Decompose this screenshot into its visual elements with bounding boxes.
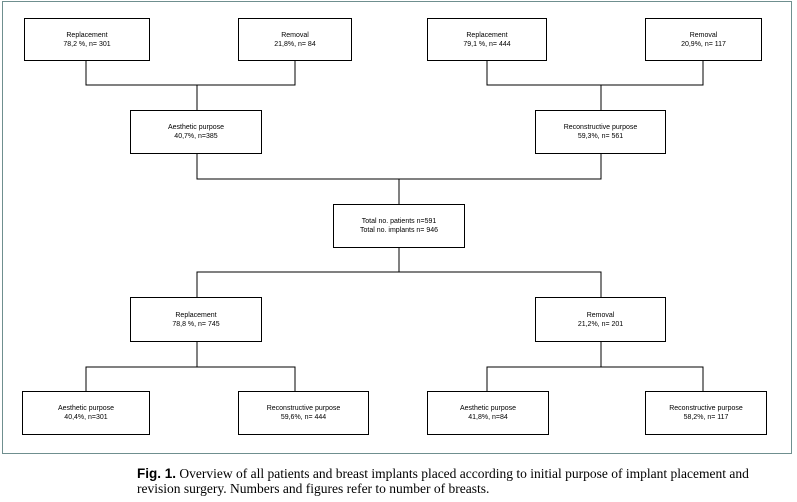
total-patients: Total no. patients n=591 [361, 218, 437, 225]
box-title: Replacement [466, 31, 508, 39]
connector-removal [486, 366, 704, 391]
connector-purpose [196, 154, 602, 180]
box-stats: 40,7%, n=385 [174, 133, 218, 140]
bottom-left-aesthetic-box: Aesthetic purpose 40,4%, n=301 [22, 391, 150, 435]
box-title: Aesthetic purpose [459, 405, 517, 412]
top-right-removal-box: Removal 20,9%, n= 117 [645, 18, 762, 61]
connector-replacement [85, 366, 296, 391]
total-implants: Total no. implants n= 946 [359, 227, 439, 234]
bottom-right-reconstructive-box: Reconstructive purpose 58,2%, n= 117 [645, 391, 767, 435]
top-left-removal-box: Removal 21,8%, n= 84 [238, 18, 352, 61]
total-box: Total no. patients n=591 Total no. impla… [333, 204, 465, 248]
bottom-left-reconstructive-box: Reconstructive purpose 59,6%, n= 444 [238, 391, 369, 435]
box-stats: 59,6%, n= 444 [280, 414, 327, 421]
box-stats: 78,2 %, n= 301 [63, 40, 111, 48]
caption-text: Overview of all patients and breast impl… [137, 466, 749, 496]
box-stats: 58,2%, n= 117 [683, 414, 729, 421]
box-stats: 20,9%, n= 117 [681, 40, 726, 48]
reconstructive-purpose-box: Reconstructive purpose 59,3%, n= 561 [535, 110, 666, 154]
connector-top-left [85, 61, 296, 86]
box-title: Reconstructive purpose [563, 124, 638, 131]
box-title: Removal [281, 31, 309, 39]
figure-caption: Fig. 1. Overview of all patients and bre… [137, 466, 792, 496]
box-stats: 41,8%, n=84 [468, 414, 508, 421]
box-title: Aesthetic purpose [57, 405, 115, 412]
box-title: Aesthetic purpose [167, 124, 225, 131]
replacement-box: Replacement 78,8 %, n= 745 [130, 297, 262, 342]
removal-box: Removal 21,2%, n= 201 [535, 297, 666, 342]
box-stats: 21,2%, n= 201 [577, 320, 624, 328]
box-title: Replacement [66, 31, 108, 39]
aesthetic-purpose-box: Aesthetic purpose 40,7%, n=385 [130, 110, 262, 154]
top-right-replacement-box: Replacement 79,1 %, n= 444 [427, 18, 547, 61]
box-title: Removal [689, 31, 718, 39]
box-title: Reconstructive purpose [266, 405, 341, 412]
box-stats: 78,8 %, n= 745 [172, 320, 220, 328]
box-stats: 21,8%, n= 84 [274, 40, 316, 48]
connector-total [196, 271, 602, 297]
box-title: Removal [586, 311, 615, 319]
box-stats: 40,4%, n=301 [64, 414, 108, 421]
box-stats: 59,3%, n= 561 [577, 133, 624, 140]
box-title: Reconstructive purpose [669, 405, 743, 412]
connector-top-right [486, 61, 704, 86]
top-left-replacement-box: Replacement 78,2 %, n= 301 [24, 18, 150, 61]
caption-label: Fig. 1. [137, 466, 177, 481]
bottom-right-aesthetic-box: Aesthetic purpose 41,8%, n=84 [427, 391, 549, 435]
box-title: Replacement [175, 311, 217, 319]
box-stats: 79,1 %, n= 444 [463, 40, 511, 48]
